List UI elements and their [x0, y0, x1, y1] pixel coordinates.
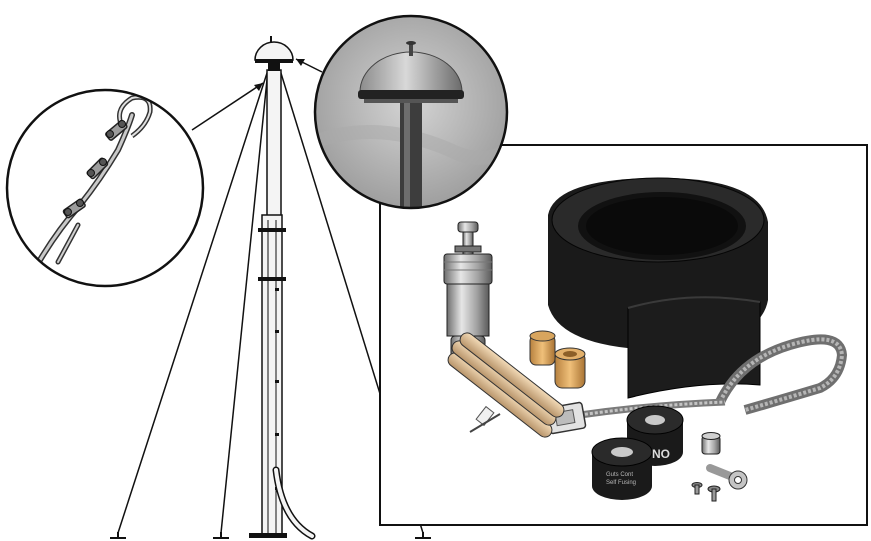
metal-ferrule — [701, 432, 721, 455]
ground-anchor-right — [415, 532, 431, 539]
ring-terminal — [706, 464, 748, 490]
antenna-dome-icon — [254, 36, 294, 71]
mast-clamp — [258, 228, 286, 232]
guy-wire-middle — [220, 69, 269, 534]
mast-clamp — [258, 277, 286, 281]
installation-kit-panel: NO Guts Cont Self Fusing — [379, 144, 868, 526]
rod-bundle — [447, 332, 565, 438]
wire-grip-inset — [5, 88, 205, 288]
tape-label-line1: Guts Cont — [606, 472, 633, 478]
ground-anchor-left — [110, 532, 126, 539]
pointer-line-rope — [191, 82, 264, 131]
wire-rope-clamp-icon — [105, 119, 128, 141]
tape-label-line2: Self Fusing — [606, 480, 636, 486]
small-tape-roll-no: NO — [626, 405, 684, 466]
screw-icon — [707, 485, 721, 502]
heat-shrink-tubes — [529, 330, 586, 389]
wire-rope-clamp-icon — [86, 157, 109, 180]
wire-rope-clamp-icon — [62, 198, 86, 219]
mast-base-plate — [249, 533, 287, 538]
self-fusing-tape-roll — [548, 177, 768, 399]
tape-no-label: NO — [652, 447, 670, 461]
small-tape-roll-labeled: Guts Cont Self Fusing — [591, 437, 653, 500]
mast-upper-section — [266, 69, 282, 221]
ground-anchor-middle — [213, 532, 229, 539]
screw-icon — [691, 482, 703, 495]
guy-wire-left — [117, 69, 269, 534]
mast-group — [110, 36, 431, 540]
